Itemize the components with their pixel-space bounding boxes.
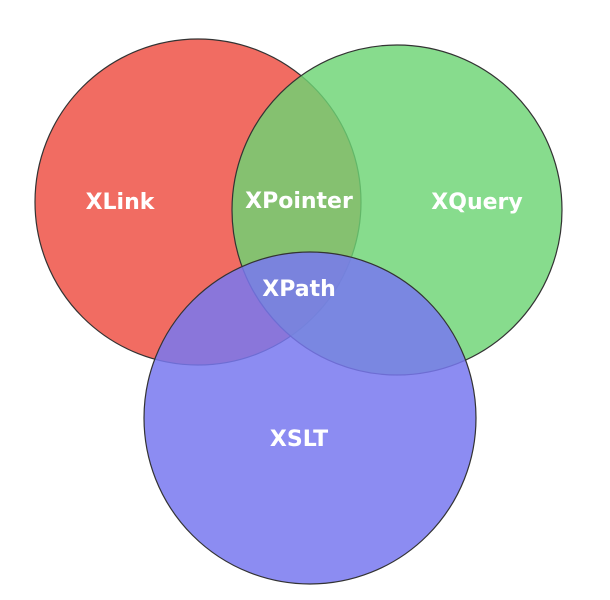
xquery-label: XQuery [431,190,522,215]
xlink-label: XLink [86,190,156,215]
xslt-circle [143,251,477,585]
xpath-label: XPath [262,277,336,302]
xpointer-label: XPointer [245,189,353,214]
xslt-label: XSLT [270,427,328,452]
